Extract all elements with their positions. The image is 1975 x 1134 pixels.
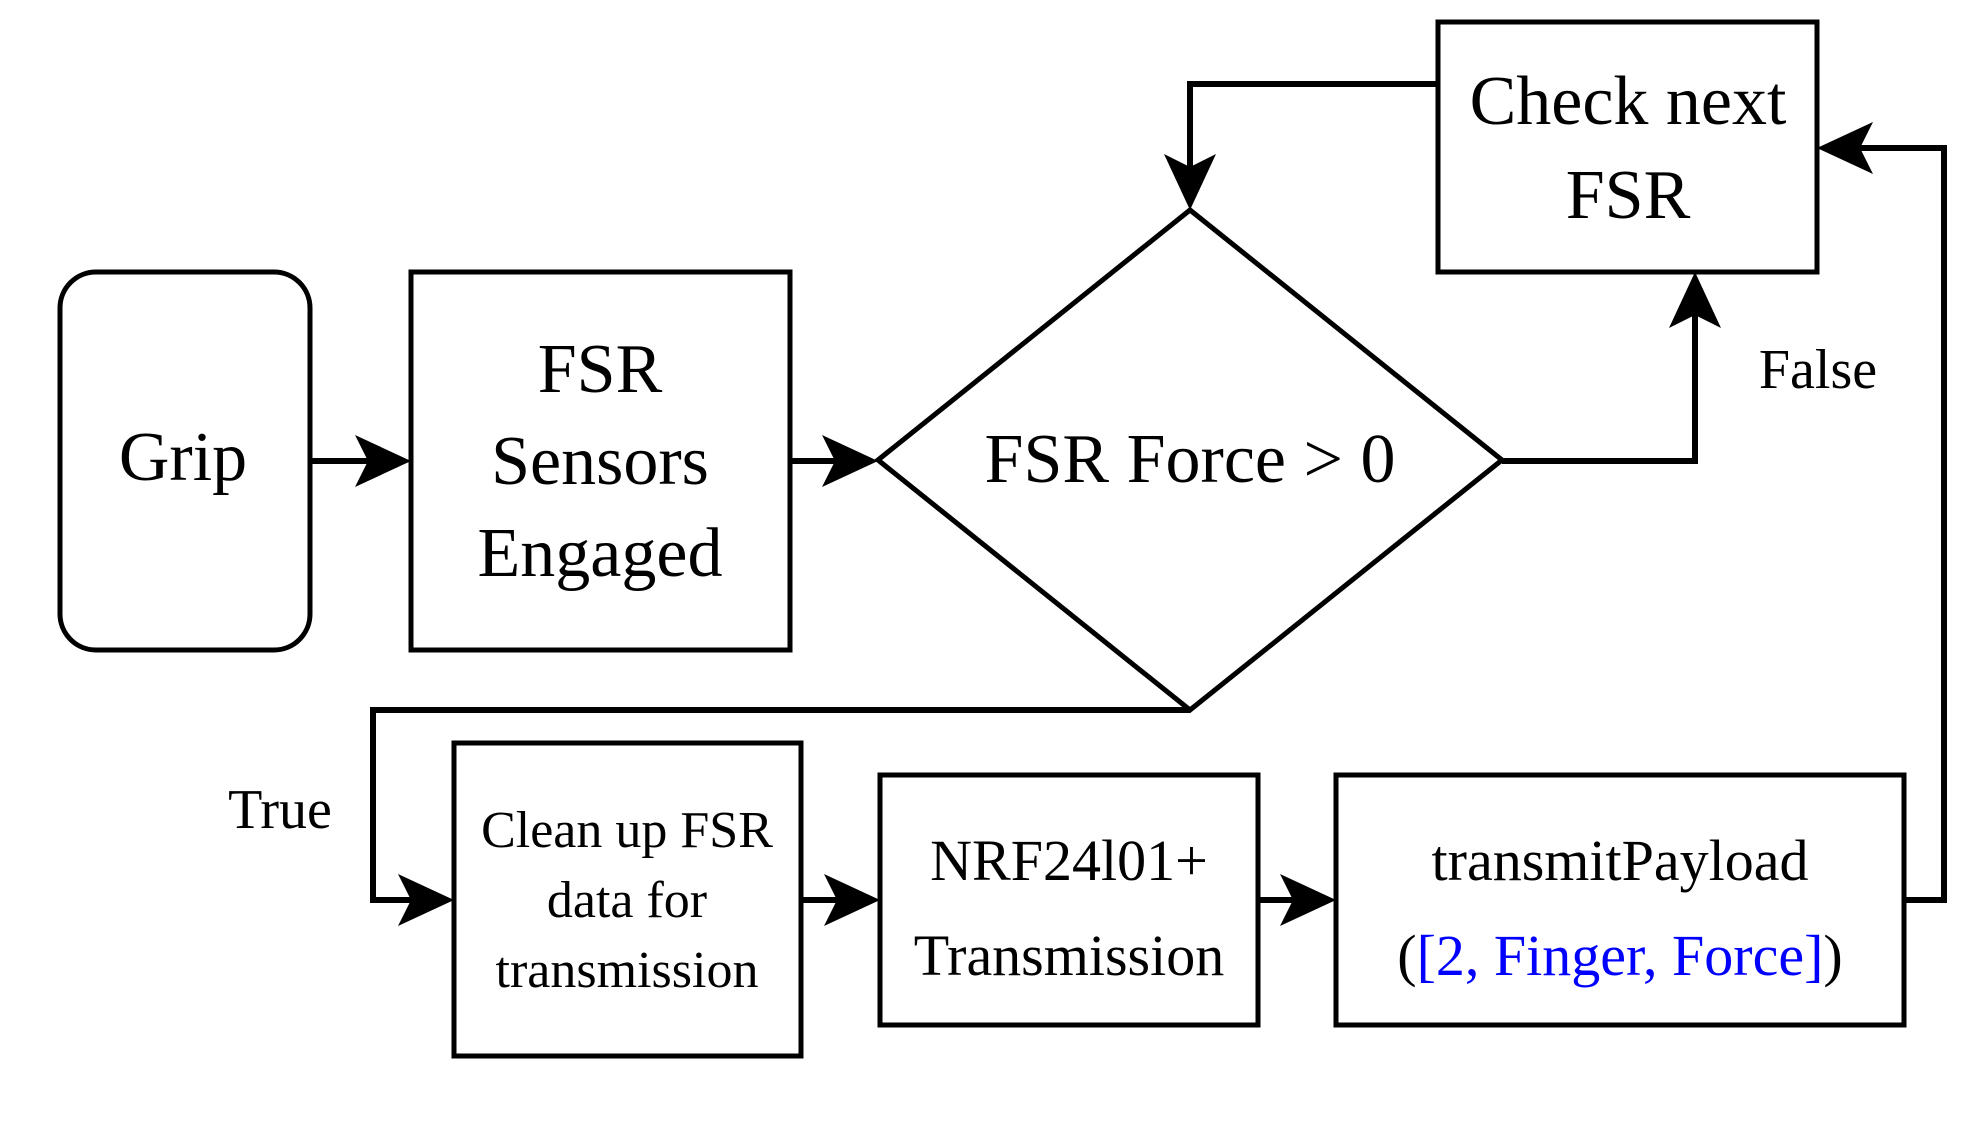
edge-decision-true	[370, 707, 1190, 926]
true-label: True	[228, 779, 332, 841]
transmit-args-close: )	[1823, 923, 1842, 988]
check-next-fsr-node	[1435, 19, 1820, 275]
edge-check-to-decision	[1164, 81, 1438, 210]
transmit-payload-label-line1: transmitPayload	[1432, 828, 1809, 893]
edge-decision-false	[1502, 272, 1721, 464]
check-next-label-line1: Check next	[1470, 63, 1787, 140]
check-next-label-line2: FSR	[1566, 157, 1691, 234]
fsr-sensors-label-line1: FSR	[538, 331, 663, 408]
transmit-payload-label-line2: ([2, Finger, Force])	[1397, 923, 1842, 988]
nrf-label-line1: NRF24l01+	[930, 828, 1208, 893]
nrf-label-line2: Transmission	[914, 923, 1225, 988]
decision-label: FSR Force > 0	[985, 421, 1396, 498]
clean-up-label-line3: transmission	[496, 942, 759, 999]
fsr-sensors-label-line3: Engaged	[478, 515, 723, 592]
clean-up-label-line2: data for	[547, 872, 707, 929]
fsr-sensors-label-line2: Sensors	[491, 423, 709, 500]
edge-fsr-to-decision	[790, 435, 878, 487]
edge-grip-to-fsr	[310, 435, 411, 487]
clean-up-label-line1: Clean up FSR	[481, 802, 773, 859]
edge-nrf-to-transmit	[1258, 874, 1336, 926]
transmit-args-open: (	[1397, 923, 1416, 988]
edge-transmit-to-check	[1817, 122, 1947, 903]
transmit-args: [2, Finger, Force]	[1417, 923, 1824, 988]
fsr-sensors-node	[408, 269, 793, 653]
grip-label: Grip	[119, 419, 247, 496]
edge-clean-to-nrf	[801, 874, 880, 926]
false-label: False	[1759, 339, 1877, 401]
